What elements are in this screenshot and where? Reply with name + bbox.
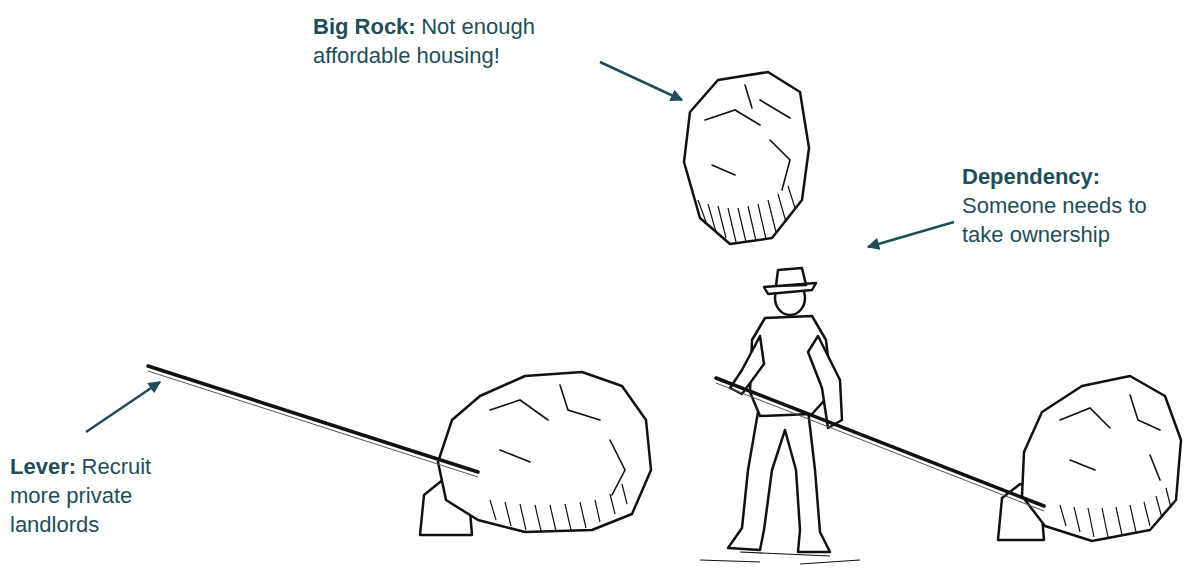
lever-shade — [148, 371, 478, 477]
leader-arrow — [86, 382, 160, 432]
man-legs — [728, 410, 830, 552]
callout-heading: Big Rock: — [313, 14, 416, 39]
man-hat — [764, 268, 816, 294]
lever-bar — [148, 366, 478, 472]
rock-cracks — [490, 385, 625, 495]
right-rock — [998, 376, 1181, 541]
lever-shade — [716, 383, 1044, 511]
rock-hatching — [698, 186, 795, 242]
callout-heading: Dependency: — [962, 162, 1177, 191]
rock-hatching — [1060, 488, 1171, 537]
callout-label: Big Rock:Not enough affordable housing! — [313, 12, 613, 70]
leader-arrow — [868, 222, 954, 247]
callout-label: Lever:Recruit more private landlords — [10, 452, 200, 539]
man-figure — [700, 268, 1044, 564]
callout-label: Dependency:Someone needs to take ownersh… — [962, 162, 1177, 249]
callout-text: Someone needs to take ownership — [962, 193, 1147, 247]
rock-outline — [684, 72, 809, 244]
leader-arrow — [600, 62, 682, 100]
lever-bar — [716, 378, 1044, 506]
rock-cracks — [1060, 395, 1160, 480]
rock-outline — [1022, 376, 1181, 541]
rock-cracks — [705, 85, 790, 190]
rock-hatching — [490, 484, 627, 531]
callout-heading: Lever: — [10, 454, 76, 479]
big-rock — [684, 72, 809, 244]
ground-lines — [700, 552, 860, 564]
rock-outline — [438, 372, 651, 532]
left-rock — [148, 366, 651, 535]
